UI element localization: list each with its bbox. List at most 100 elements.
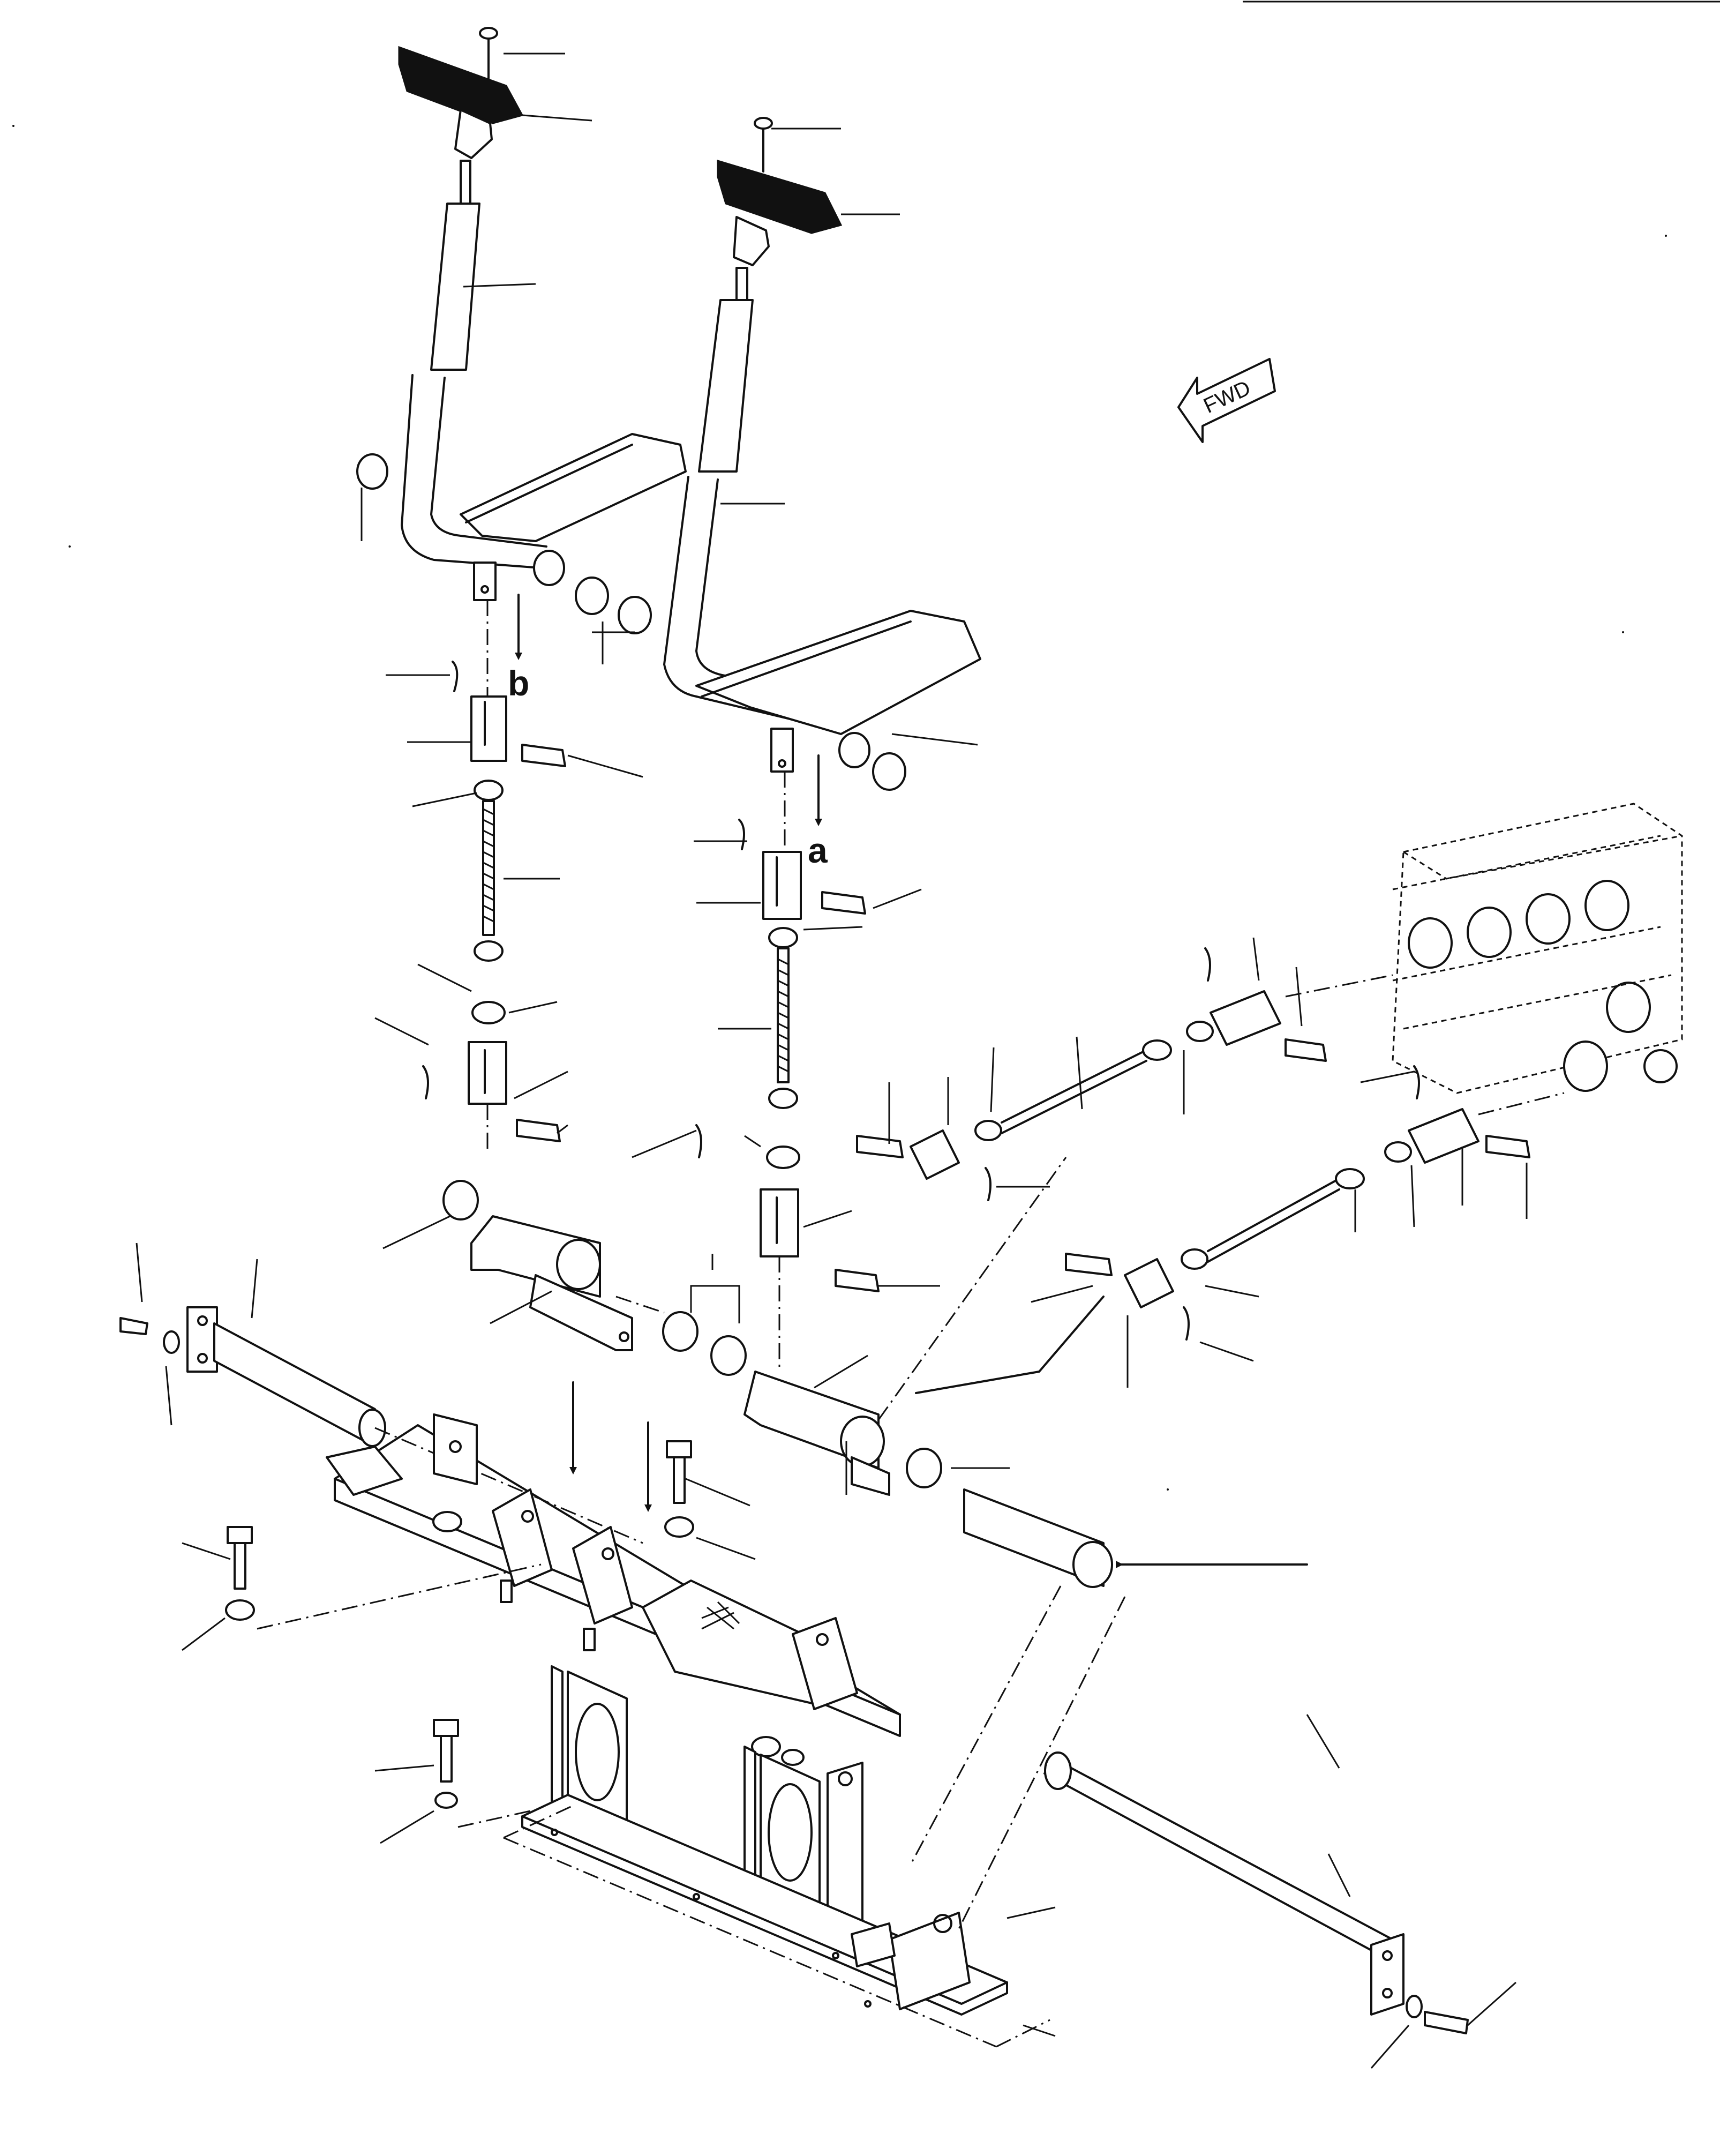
bolt-shank-3 xyxy=(440,1735,453,1783)
frame-stud-2 xyxy=(583,1628,596,1651)
frame-leg-cutout-2 xyxy=(768,1783,813,1882)
left-foot-pedal xyxy=(460,433,687,542)
right-clevis-pin-2 xyxy=(835,1269,880,1292)
left-cotter-pin-2 xyxy=(422,1065,429,1099)
upper-rod-clevis-left xyxy=(910,1129,960,1180)
upper-rod-clevis-right xyxy=(1210,990,1281,1046)
pivot-sleeve-end xyxy=(1072,1541,1113,1588)
valve-spool-5 xyxy=(1606,982,1651,1033)
right-pivot-arm xyxy=(851,1456,890,1496)
right-lower-clevis xyxy=(760,1188,799,1257)
frame-ear-3 xyxy=(792,1617,858,1710)
right-knob-screw-head xyxy=(754,117,773,130)
pivot-sleeve xyxy=(963,1488,1105,1587)
left-bushing-4 xyxy=(618,596,652,634)
control-valve-block xyxy=(1392,803,1683,1094)
left-shaft-top xyxy=(460,160,471,205)
right-bushing-2 xyxy=(872,752,906,791)
right-clevis-pin-1 xyxy=(821,891,866,915)
lower-rod-pin-left xyxy=(1065,1253,1113,1276)
valve-spool-3 xyxy=(1526,893,1571,945)
valve-spool-6 xyxy=(1563,1040,1608,1092)
bolt-head-1 xyxy=(666,1440,692,1458)
linkage-rods xyxy=(856,947,1565,1394)
frame-bracket-1 xyxy=(433,1413,478,1485)
left-lever-knob-icon xyxy=(398,46,524,124)
right-rod-nut-1 xyxy=(768,927,798,948)
right-cotter-pin-2 xyxy=(695,1124,702,1158)
right-pivot-tube-end xyxy=(840,1416,885,1467)
right-cotter-pin-1 xyxy=(738,819,745,850)
right-shaft-washer xyxy=(1406,1995,1423,2018)
left-cotter-pin-1 xyxy=(452,661,459,692)
left-bushing-1 xyxy=(356,453,388,490)
nut-2 xyxy=(225,1599,255,1621)
pivot-bushing-4 xyxy=(906,1448,942,1488)
left-shaft-rod-end xyxy=(358,1409,386,1447)
fasteners xyxy=(225,1440,1469,2034)
left-lower-clevis xyxy=(468,1041,507,1105)
right-pedal-bracket xyxy=(770,728,794,773)
upper-rod-nut-left xyxy=(974,1120,1002,1141)
upper-rod-pin-left xyxy=(856,1135,904,1158)
pivot-bushing-2 xyxy=(662,1311,698,1352)
left-bushing-2 xyxy=(533,550,565,586)
lower-rod-clevis-right xyxy=(1408,1108,1479,1164)
label-b: b xyxy=(508,663,529,703)
left-knob-screw-head xyxy=(479,27,498,40)
left-rod-nut-2 xyxy=(474,940,504,962)
right-lever-knob-icon xyxy=(717,159,843,234)
left-lever-arm-outer xyxy=(401,374,542,569)
left-shaft-flange xyxy=(186,1306,218,1373)
frame-rear-bracket xyxy=(888,1912,971,2010)
right-knob-collar xyxy=(733,216,770,266)
lower-rod-pin xyxy=(1485,1135,1530,1158)
nut-1 xyxy=(664,1516,694,1538)
bolt-shank-1 xyxy=(673,1456,686,1504)
left-shaft-rod xyxy=(213,1322,376,1448)
left-shaft-washer xyxy=(163,1330,180,1354)
washer-3 xyxy=(434,1792,458,1809)
frame-leg-cutout xyxy=(575,1703,620,1801)
lower-rod-cotter xyxy=(1413,1065,1420,1099)
lower-rod-nut-left xyxy=(1181,1248,1208,1270)
bolt-shank-2 xyxy=(234,1542,246,1590)
left-clevis-pin-2 xyxy=(516,1119,561,1142)
fwd-arrow-icon xyxy=(1177,358,1276,443)
upper-rod-pin xyxy=(1285,1038,1327,1062)
right-cross-shaft xyxy=(1043,1767,1394,1951)
left-lever-grip xyxy=(430,203,480,371)
right-rod-nut-2 xyxy=(768,1088,798,1109)
valve-spool-4 xyxy=(1584,880,1629,931)
frame-hole-1 xyxy=(432,1511,462,1532)
left-pedal-edge xyxy=(465,444,633,523)
frame-console-box xyxy=(642,1579,815,1705)
frame-hole-3 xyxy=(781,1749,805,1766)
upper-rod-nut-right-2 xyxy=(1186,1021,1214,1042)
right-rod-nut-3 xyxy=(766,1146,800,1169)
base-frame xyxy=(326,1381,1126,2048)
frame-stud-1 xyxy=(500,1579,513,1603)
fwd-direction-marker: FWD xyxy=(1177,358,1276,443)
right-upper-clevis xyxy=(762,851,802,920)
lower-rod-nut-right xyxy=(1335,1168,1365,1189)
right-foot-pedal xyxy=(695,610,981,735)
left-pedal-bracket xyxy=(473,562,497,601)
leader-lines xyxy=(136,53,1528,2069)
right-lever-grip xyxy=(698,299,754,473)
frame-bracket-2 xyxy=(326,1446,403,1496)
valve-spool-1 xyxy=(1408,917,1453,969)
upper-rod-nut-right xyxy=(1142,1039,1172,1061)
left-lever-arm-inner xyxy=(430,377,547,548)
right-bushing-1 xyxy=(838,732,870,768)
bolt-head-2 xyxy=(227,1526,253,1544)
left-bushing-3 xyxy=(575,577,609,615)
left-rod-nut-1 xyxy=(474,780,504,801)
upper-rod-cotter xyxy=(1204,947,1211,982)
left-rod-nut-3 xyxy=(471,1001,506,1024)
pivot-assemblies xyxy=(442,1157,1308,1588)
right-shaft-flange xyxy=(1370,1933,1404,2016)
valve-port-icon xyxy=(1643,1049,1678,1083)
lower-rod-nut-right-2 xyxy=(1384,1141,1412,1163)
bolt-head-3 xyxy=(433,1719,459,1737)
